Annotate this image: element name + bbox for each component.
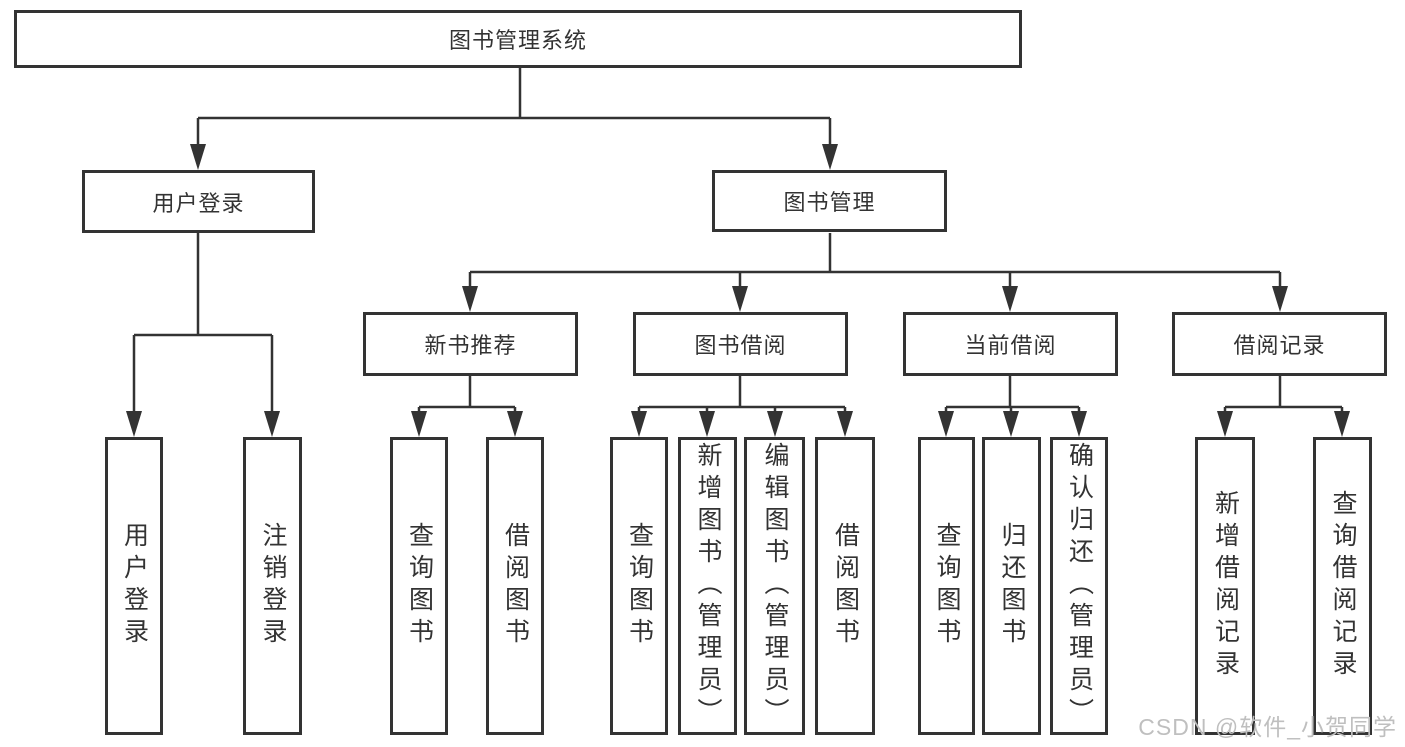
node-borrowing-records: 借阅记录 bbox=[1172, 312, 1387, 376]
node-leaf-borrow-books: 借阅图书 bbox=[815, 437, 875, 735]
node-label: 图书管理系统 bbox=[448, 28, 587, 53]
node-leaf-borrow-books-recommend: 借阅图书 bbox=[486, 437, 544, 735]
node-label: 查询借阅记录 bbox=[1329, 490, 1357, 682]
node-label: 查询图书 bbox=[625, 522, 654, 650]
node-label: 编辑图书（管理员） bbox=[761, 442, 789, 730]
node-label: 图书管理 bbox=[783, 190, 876, 215]
node-leaf-search-borrow-record: 查询借阅记录 bbox=[1313, 437, 1372, 735]
watermark: CSDN @软件_小贺同学 bbox=[1138, 714, 1397, 740]
node-label: 新书推荐 bbox=[424, 333, 517, 358]
node-label: 查询图书 bbox=[933, 522, 961, 650]
node-leaf-search-books-borrow: 查询图书 bbox=[610, 437, 668, 735]
node-new-book-recommendation: 新书推荐 bbox=[363, 312, 578, 376]
node-label: 借阅图书 bbox=[831, 522, 860, 650]
node-leaf-add-borrow-record: 新增借阅记录 bbox=[1195, 437, 1255, 735]
node-leaf-search-books-current: 查询图书 bbox=[918, 437, 975, 735]
node-label: 注销登录 bbox=[259, 522, 287, 650]
node-leaf-return-books: 归还图书 bbox=[982, 437, 1041, 735]
node-user-login: 用户登录 bbox=[82, 170, 315, 233]
node-label: 借阅记录 bbox=[1233, 333, 1326, 358]
node-label: 归还图书 bbox=[998, 522, 1026, 650]
node-leaf-search-books-recommend: 查询图书 bbox=[390, 437, 448, 735]
node-root: 图书管理系统 bbox=[14, 10, 1022, 68]
node-label: 查询图书 bbox=[405, 522, 434, 650]
node-leaf-user-login: 用户登录 bbox=[105, 437, 163, 735]
node-label: 借阅图书 bbox=[501, 522, 530, 650]
node-label: 新增借阅记录 bbox=[1211, 490, 1240, 682]
node-label: 图书借阅 bbox=[694, 333, 787, 358]
node-label: 确认归还（管理员） bbox=[1065, 442, 1094, 730]
node-book-borrowing: 图书借阅 bbox=[633, 312, 848, 376]
node-leaf-edit-books-admin: 编辑图书（管理员） bbox=[744, 437, 805, 735]
node-book-management: 图书管理 bbox=[712, 170, 947, 232]
node-leaf-logout: 注销登录 bbox=[243, 437, 302, 735]
arrowheads bbox=[126, 144, 1350, 437]
node-current-borrowing: 当前借阅 bbox=[903, 312, 1118, 376]
node-label: 当前借阅 bbox=[964, 333, 1057, 358]
node-leaf-confirm-return-admin: 确认归还（管理员） bbox=[1050, 437, 1108, 735]
node-label: 用户登录 bbox=[120, 522, 149, 650]
node-label: 新增图书（管理员） bbox=[694, 442, 722, 730]
node-leaf-add-books-admin: 新增图书（管理员） bbox=[678, 437, 737, 735]
node-label: 用户登录 bbox=[152, 190, 245, 216]
